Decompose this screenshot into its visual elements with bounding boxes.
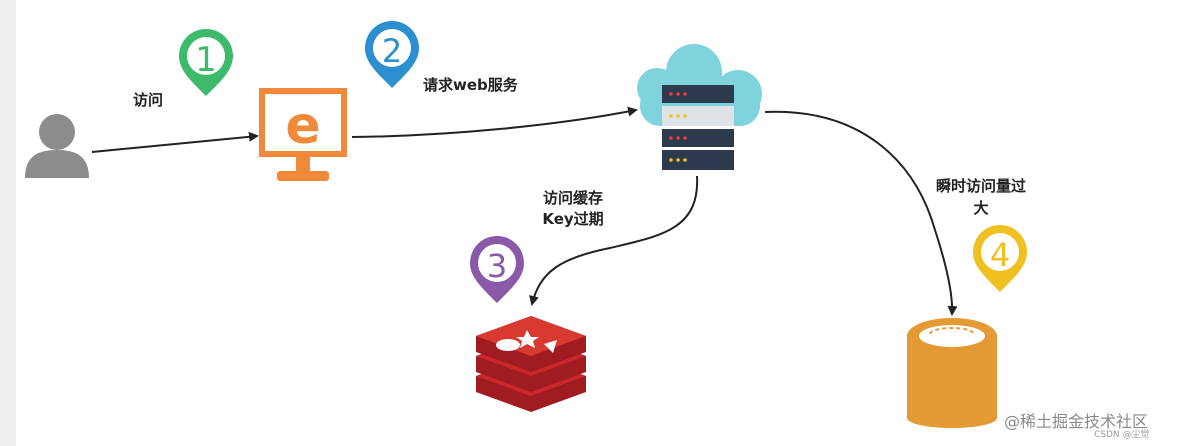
label-high-traffic: 瞬时访问量过 大 (926, 175, 1036, 219)
label-high-traffic-line1: 瞬时访问量过 (935, 177, 1026, 195)
label-cache-expired-line2: Key过期 (542, 210, 604, 228)
label-cache-expired-line1: 访问缓存 (542, 189, 603, 207)
watermark-csdn: CSDN @尘觉 (1094, 430, 1150, 440)
label-visit: 访问 (133, 91, 164, 109)
label-request-web: 请求web服务 (423, 76, 518, 94)
arrow-browser-to-server (351, 106, 638, 138)
step-marker-1: 1 (179, 29, 233, 96)
arrow-server-to-redis (529, 175, 699, 306)
label-cache-expired: 访问缓存 Key过期 (533, 188, 613, 230)
left-margin-bar (0, 0, 16, 446)
redis-icon (476, 316, 586, 412)
step-marker-2: 2 (365, 21, 419, 88)
step-marker-4: 4 (973, 225, 1027, 292)
label-high-traffic-line2: 大 (973, 199, 989, 217)
database-icon (907, 318, 997, 428)
svg-text:4: 4 (990, 236, 1010, 274)
arrow-user-to-browser (91, 131, 259, 153)
cloud-server-icon (637, 44, 762, 170)
step-marker-3: 3 (470, 236, 524, 303)
svg-text:1: 1 (195, 40, 217, 80)
user-icon (25, 114, 89, 178)
ie-browser-icon: e (259, 88, 347, 181)
svg-text:e: e (285, 96, 320, 156)
svg-text:3: 3 (487, 247, 507, 285)
svg-text:2: 2 (382, 32, 402, 70)
watermark-juejin: @稀土掘金技术社区 (1004, 412, 1149, 431)
arrow-server-to-database (764, 110, 958, 316)
